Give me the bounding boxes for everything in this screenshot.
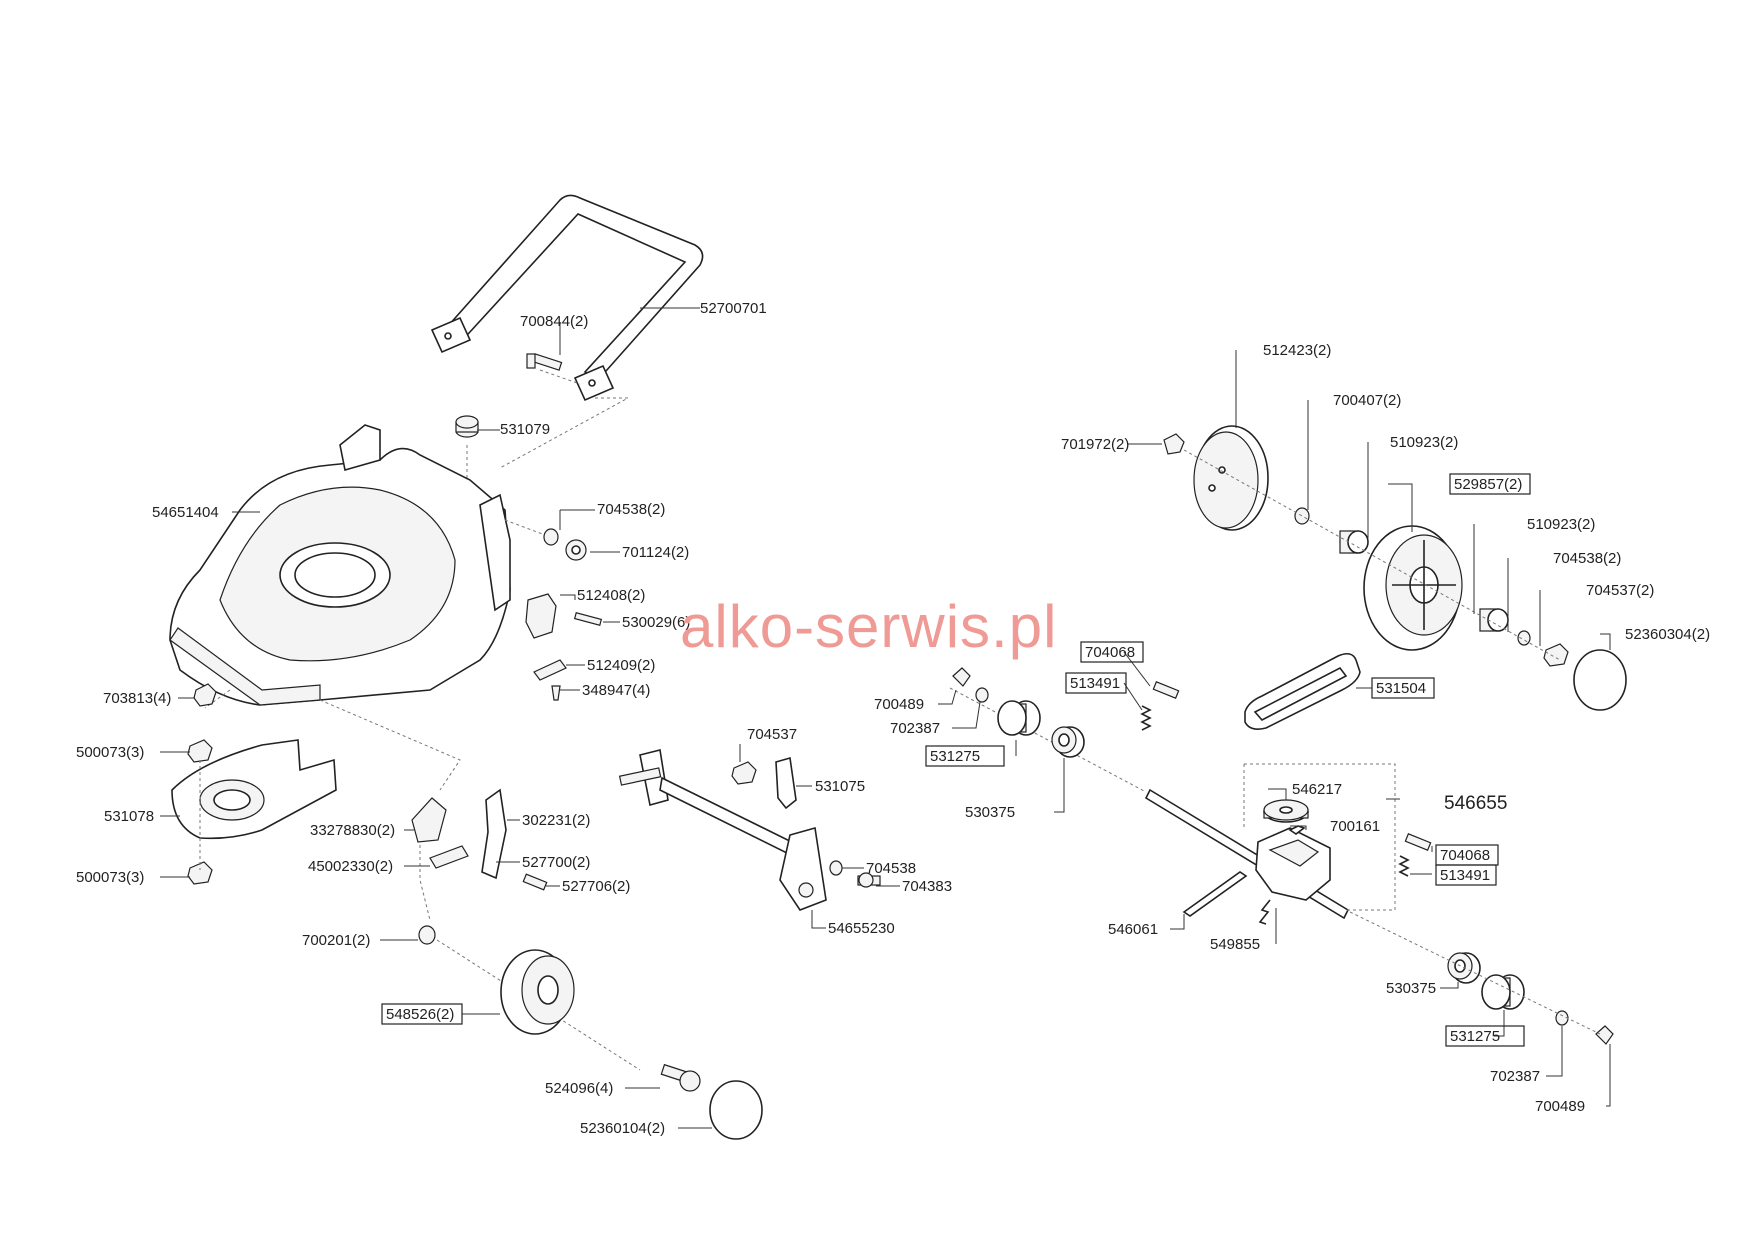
part-label-704537: 704537 — [747, 726, 797, 743]
bumper-drawing — [455, 415, 479, 438]
part-label-546061: 546061 — [1108, 921, 1158, 938]
adapter-drawing — [171, 739, 337, 840]
part-label-500073-bottom: 500073(3) — [76, 869, 144, 886]
part-label-302231: 302231(2) — [522, 812, 590, 829]
part-label-704538-2: 704538(2) — [597, 501, 665, 518]
bracket-drawing — [525, 593, 557, 639]
part-label-704538: 704538 — [866, 860, 916, 877]
part-label-54651404: 54651404 — [152, 504, 219, 521]
part-label-524096: 524096(4) — [545, 1080, 613, 1097]
part-label-54655230: 54655230 — [828, 920, 895, 937]
part-label-700489-lower: 700489 — [1535, 1098, 1585, 1115]
part-drawings — [169, 194, 1627, 1140]
part-label-527700: 527700(2) — [522, 854, 590, 871]
bolt-drawing — [526, 353, 563, 371]
deck-drawing — [169, 424, 511, 706]
part-label-52700701: 52700701 — [700, 300, 767, 317]
part-label-704538-rear: 704538(2) — [1553, 550, 1621, 567]
watermark: alko-serwis.pl — [680, 593, 1058, 660]
part-label-700161: 700161 — [1330, 818, 1380, 835]
part-label-33278830: 33278830(2) — [310, 822, 395, 839]
part-label-510923-mid: 510923(2) — [1527, 516, 1595, 533]
part-label-527706: 527706(2) — [562, 878, 630, 895]
spring-lever-drawing — [775, 756, 797, 810]
part-label-531504: 531504 — [1376, 680, 1426, 697]
part-label-704068-upper: 704068 — [1085, 644, 1135, 661]
part-label-546655: 546655 — [1444, 793, 1507, 814]
part-label-704537-rear: 704537(2) — [1586, 582, 1654, 599]
part-label-531078: 531078 — [104, 808, 154, 825]
leader-lines — [160, 307, 1611, 1129]
part-label-700407: 700407(2) — [1333, 392, 1401, 409]
part-label-700844: 700844(2) — [520, 313, 588, 330]
part-label-704383: 704383 — [902, 878, 952, 895]
washer-drawing — [543, 528, 559, 546]
part-label-531079: 531079 — [500, 421, 550, 438]
part-label-701124: 701124(2) — [622, 544, 689, 561]
part-label-702387-upper: 702387 — [890, 720, 940, 737]
ratchet-drawing — [1051, 726, 1085, 758]
part-label-52360104: 52360104(2) — [580, 1120, 665, 1137]
handle-drawing — [430, 194, 704, 402]
part-label-530375-lower: 530375 — [1386, 980, 1436, 997]
part-label-702387-lower: 702387 — [1490, 1068, 1540, 1085]
hub-cap-drawing — [709, 1080, 763, 1140]
part-label-531075: 531075 — [815, 778, 865, 795]
part-label-531275-upper: 531275 — [930, 748, 980, 765]
pinion-drawing — [997, 700, 1041, 736]
gearbox-drawing — [1255, 799, 1331, 901]
lever-disc-drawing — [411, 797, 447, 843]
part-label-548526: 548526(2) — [386, 1006, 454, 1023]
front-wheel-drawing — [500, 949, 575, 1035]
part-label-348947: 348947(4) — [582, 682, 650, 699]
part-label-512409: 512409(2) — [587, 657, 655, 674]
part-label-546217: 546217 — [1292, 781, 1342, 798]
lever-drawing — [481, 788, 507, 880]
rear-bush-drawing — [1339, 530, 1369, 554]
lower-pinion-drawing — [1481, 974, 1525, 1010]
wheel-bolt-drawing — [660, 1063, 701, 1092]
part-label-512408: 512408(2) — [577, 587, 645, 604]
part-label-531275-lower: 531275 — [1450, 1028, 1500, 1045]
part-label-549855: 549855 — [1210, 936, 1260, 953]
part-label-512423: 512423(2) — [1263, 342, 1331, 359]
part-label-530375-upper: 530375 — [965, 804, 1015, 821]
part-label-510923-top: 510923(2) — [1390, 434, 1458, 451]
label-boxes — [381, 473, 1531, 1047]
axle-bracket-drawing — [618, 749, 827, 911]
part-label-45002330: 45002330(2) — [308, 858, 393, 875]
part-label-704068-lower: 704068 — [1440, 847, 1490, 864]
part-labels: 52700701 700844(2) 531079 54651404 70453… — [76, 300, 1710, 1137]
part-label-500073-top: 500073(3) — [76, 744, 144, 761]
part-label-530029: 530029(6) — [622, 614, 690, 631]
part-label-700489-upper: 700489 — [874, 696, 924, 713]
rear-cap-drawing — [1573, 649, 1627, 711]
part-label-513491-upper: 513491 — [1070, 675, 1120, 692]
plate-drawing — [533, 659, 567, 681]
rear-bush2-drawing — [1479, 608, 1509, 632]
part-label-703813: 703813(4) — [103, 690, 171, 707]
part-label-529857: 529857(2) — [1454, 476, 1522, 493]
rear-wheel-drawing — [1363, 525, 1463, 651]
rear-wheel-disc-drawing — [1193, 425, 1269, 531]
part-label-701972: 701972(2) — [1061, 436, 1129, 453]
part-label-700201: 700201(2) — [302, 932, 370, 949]
part-label-52360304: 52360304(2) — [1625, 626, 1710, 643]
part-label-513491-lower: 513491 — [1440, 867, 1490, 884]
